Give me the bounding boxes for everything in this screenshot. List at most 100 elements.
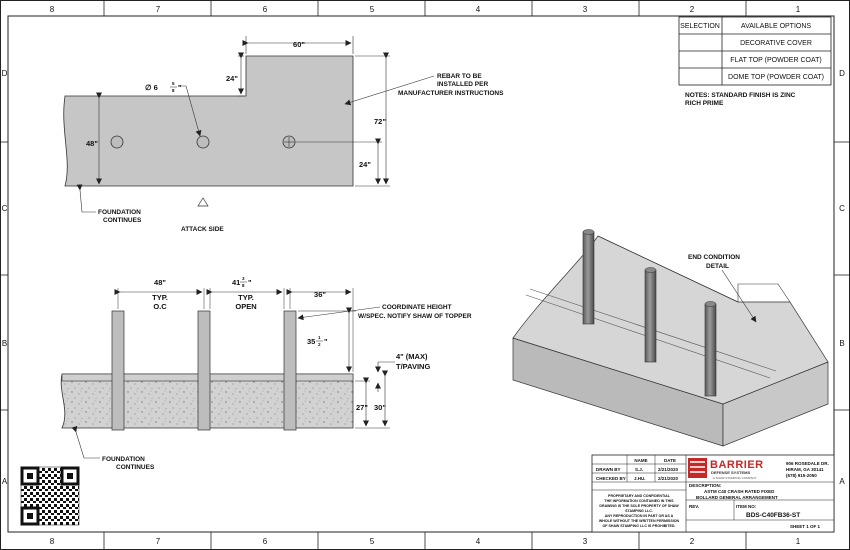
zone-labels: 8 7 6 5 4 3 2 1 8 7 6 5 4 3 2 1 D C B A … bbox=[2, 5, 846, 546]
notes-line-2: RICH PRIME bbox=[685, 100, 724, 107]
zone-top-2: 2 bbox=[690, 5, 695, 14]
logo-tagline: A SHAW STAMPING COMPANY bbox=[713, 476, 757, 480]
plan-post-hole-1 bbox=[110, 135, 124, 149]
zone-right-c: C bbox=[839, 204, 845, 213]
elevation-post-3 bbox=[283, 310, 297, 431]
elev-spacing-a-oc: O.C bbox=[153, 302, 167, 311]
option-decorative-cover: DECORATIVE COVER bbox=[740, 40, 812, 47]
dim-total-depth: 72" bbox=[374, 117, 386, 126]
rev-label: REV. bbox=[689, 504, 699, 509]
elev-spacing-b-whole: 41 bbox=[232, 278, 240, 287]
plan-foundation-note-1: FOUNDATION bbox=[98, 209, 141, 216]
description-line-2: BOLLARD GENERAL ARRANGEMENT bbox=[696, 495, 778, 500]
elev-spacing-b-suffix: " bbox=[248, 278, 252, 287]
zone-bottom-8: 8 bbox=[50, 537, 55, 546]
paving-note-2: T/PAVING bbox=[396, 362, 430, 371]
iso-post-1 bbox=[582, 231, 595, 325]
elevation-post-2 bbox=[197, 310, 211, 431]
tb-col-date: DATE bbox=[664, 458, 676, 463]
dim-plan-depth: 48" bbox=[86, 139, 98, 148]
post-height-suffix: " bbox=[324, 337, 328, 346]
rebar-note-line-2: INSTALLED PER bbox=[437, 81, 488, 88]
zone-bottom-2: 2 bbox=[690, 537, 695, 546]
proprietary-line-5: ANY REPRODUCTION IN PART OR AS A bbox=[605, 514, 674, 518]
notes-line-1: NOTES: STANDARD FINISH IS ZINC bbox=[685, 92, 796, 99]
rebar-note-line-3: MANUFACTURER INSTRUCTIONS bbox=[398, 90, 504, 97]
tb-drawn-by-date: 2/21/2020 bbox=[658, 467, 679, 472]
zone-bottom-6: 6 bbox=[263, 537, 268, 546]
tb-checked-by-date: 2/21/2020 bbox=[658, 476, 679, 481]
zone-left-b: B bbox=[2, 339, 7, 348]
zone-right-a: A bbox=[839, 477, 845, 486]
logo-subtitle: DEFENSE SYSTEMS bbox=[711, 470, 750, 475]
proprietary-line-3: DRAWING IS THE SOLE PROPERTY OF SHAW bbox=[599, 504, 679, 508]
zone-bottom-4: 4 bbox=[476, 537, 481, 546]
zone-bottom-1: 1 bbox=[796, 537, 801, 546]
dim-27: 27" bbox=[356, 403, 368, 412]
description-label: DESCRIPTION: bbox=[689, 483, 722, 488]
iso-post-2 bbox=[644, 269, 657, 363]
elevation-view: 48" TYP. O.C 41 3 8 " TYP. OPEN 36" COOR… bbox=[60, 276, 472, 471]
zone-bottom-5: 5 bbox=[370, 537, 375, 546]
qr-code bbox=[20, 466, 80, 526]
elev-end-dim: 36" bbox=[314, 290, 326, 299]
dia-prefix: ∅ 6 bbox=[145, 83, 158, 92]
elev-spacing-b-typ: TYP. bbox=[238, 293, 254, 302]
address-line-2: HIRAM, GA 30141 bbox=[786, 467, 824, 472]
coord-note-2: W/SPEC. NOTIFY SHAW OF TOPPER bbox=[358, 313, 472, 320]
attack-side-label: ATTACK SIDE bbox=[181, 226, 224, 233]
sheet-number: SHEET 1 OF 1 bbox=[790, 524, 821, 529]
post-height-num: 1 bbox=[318, 335, 321, 340]
options-table: SELECTION AVAILABLE OPTIONS DECORATIVE C… bbox=[678, 16, 832, 86]
tb-col-name: NAME bbox=[634, 458, 647, 463]
coord-note-1: COORDINATE HEIGHT bbox=[382, 304, 452, 311]
proprietary-line-6: WHOLE WITHOUT THE WRITTEN PERMISSION bbox=[599, 519, 680, 523]
proprietary-line-2: THE INFORMATION CONTAINED IN THIS bbox=[604, 499, 674, 503]
elev-spacing-b-den: 8 bbox=[242, 283, 245, 288]
proprietary-line-7: OF SHAW STAMPING LLC IS PROHIBITED. bbox=[602, 524, 675, 528]
elev-spacing-b-num: 3 bbox=[242, 276, 245, 281]
end-condition-note-1: END CONDITION bbox=[688, 254, 740, 261]
attack-side-arrow bbox=[197, 197, 209, 207]
zone-top-8: 8 bbox=[50, 5, 55, 14]
item-number: BDS-C40FB36-ST bbox=[746, 512, 800, 519]
zone-bottom-3: 3 bbox=[583, 537, 588, 546]
zone-left-a: A bbox=[2, 477, 8, 486]
iso-post-3 bbox=[704, 303, 717, 397]
inner-border bbox=[7, 15, 835, 533]
tb-drawn-by-label: DRAWN BY bbox=[596, 467, 621, 472]
item-no-label: ITEM NO: bbox=[736, 504, 757, 509]
dia-fraction-num: 5 bbox=[172, 81, 175, 86]
zone-top-3: 3 bbox=[583, 5, 588, 14]
zone-top-7: 7 bbox=[156, 5, 161, 14]
post-height-den: 2 bbox=[318, 342, 321, 347]
dia-fraction-den: 8 bbox=[172, 88, 175, 93]
elev-spacing-a-value: 48" bbox=[154, 278, 166, 287]
plan-post-hole-2 bbox=[196, 135, 210, 149]
zone-top-5: 5 bbox=[370, 5, 375, 14]
options-header-available: AVAILABLE OPTIONS bbox=[741, 23, 811, 30]
proprietary-line-1: PROPRIETARY AND CONFIDENTIAL bbox=[608, 494, 671, 498]
address-line-1: 906 ROSEDALE DR. bbox=[786, 461, 829, 466]
elev-spacing-b-open: OPEN bbox=[235, 302, 256, 311]
isometric-view: END CONDITION DETAIL bbox=[512, 229, 829, 447]
zone-bottom-7: 7 bbox=[156, 537, 161, 546]
zone-top-6: 6 bbox=[263, 5, 268, 14]
elev-spacing-a-typ: TYP. bbox=[152, 293, 168, 302]
dim-lower-depth: 24" bbox=[359, 160, 371, 169]
logo-word: BARRIER bbox=[710, 459, 764, 471]
description-line-1: ASTM C40 CRASH RATED FIXED bbox=[704, 489, 775, 494]
rebar-note-line-1: REBAR TO BE bbox=[437, 73, 482, 80]
zone-left-d: D bbox=[2, 69, 8, 78]
option-flat-top: FLAT TOP (POWDER COAT) bbox=[730, 57, 821, 64]
elev-foundation-note-2: CONTINUES bbox=[116, 464, 155, 471]
option-dome-top: DOME TOP (POWDER COAT) bbox=[728, 74, 824, 81]
title-block: NAME DATE DRAWN BY S.J. 2/21/2020 CHECKE… bbox=[591, 454, 835, 533]
dia-suffix: " bbox=[178, 83, 182, 92]
zone-right-b: B bbox=[839, 339, 844, 348]
address-line-3: (678) 915-2050 bbox=[786, 473, 817, 478]
tb-drawn-by-name: S.J. bbox=[635, 467, 643, 472]
dim-top-width: 60" bbox=[293, 40, 305, 49]
